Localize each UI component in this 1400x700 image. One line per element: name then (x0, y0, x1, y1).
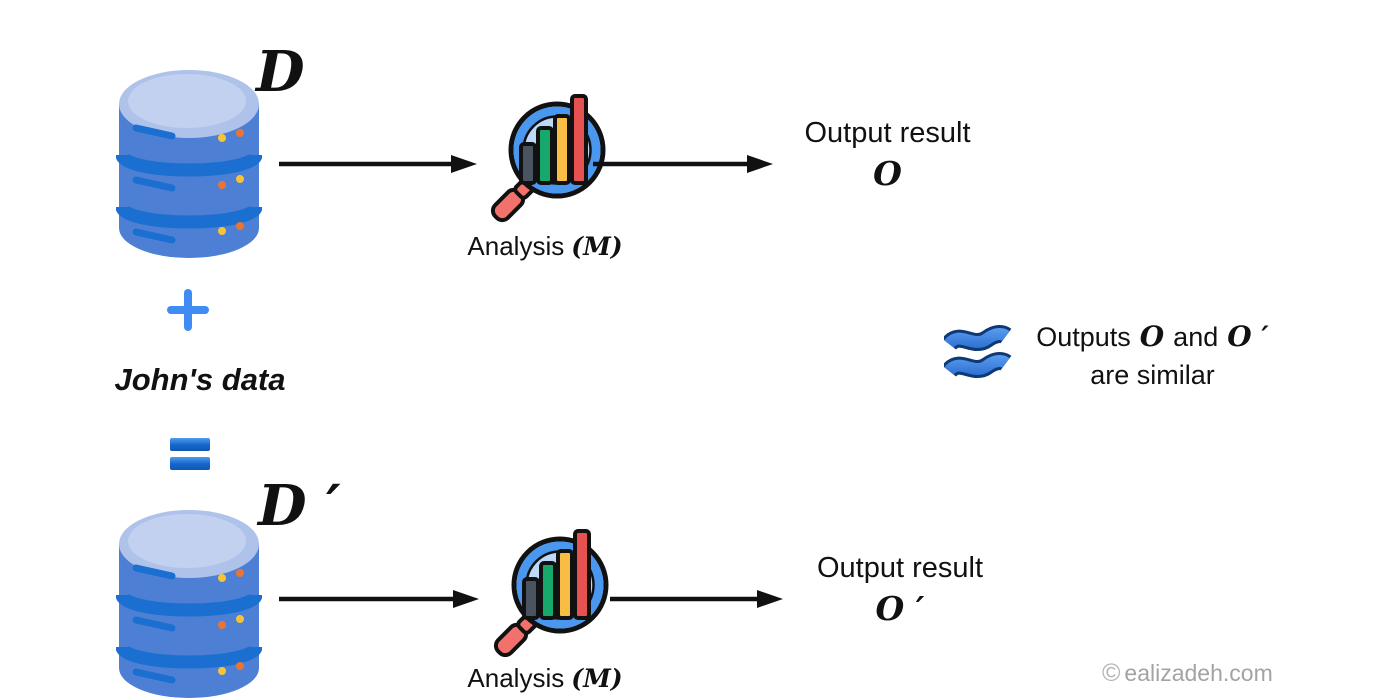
watermark-text: ealizadeh.com (1124, 660, 1273, 686)
watermark: ©ealizadeh.com (1102, 659, 1273, 688)
analysis-label-bottom: Analysis(M) (455, 663, 635, 694)
analysis-model-symbol: (M) (571, 232, 623, 261)
database-cylinder-icon (115, 510, 263, 698)
equals-icon-bar-top (170, 438, 210, 451)
arrow-top-2 (593, 155, 773, 173)
analysis-label-top: Analysis(M) (455, 231, 635, 262)
analysis-label-text: Analysis (467, 663, 565, 693)
output-symbol-o: O (1139, 320, 1165, 353)
arrow-bottom-2 (610, 590, 783, 608)
output-symbol-top: O (873, 154, 902, 194)
arrow-bottom-1 (279, 590, 479, 608)
similarity-prefix: Outputs (1036, 322, 1131, 352)
database-label-bottom: D ′ (258, 473, 341, 539)
analysis-model-symbol: (M) (571, 664, 623, 693)
output-label-bottom: Output result (816, 552, 984, 584)
output-symbol-bottom: O ′ (875, 589, 925, 629)
approx-equal-icon (941, 324, 1012, 390)
output-result-bottom: Output result O ′ (790, 552, 1010, 628)
database-icon-top (115, 68, 263, 264)
arrow-top-1 (279, 155, 477, 173)
equals-icon (170, 438, 210, 470)
plus-icon-vbar (184, 289, 192, 331)
database-icon-bottom (115, 508, 263, 700)
similarity-line2: are similar (1090, 360, 1215, 390)
copyright-icon: © (1102, 659, 1121, 687)
database-cylinder-icon (115, 70, 263, 258)
database-label-top: D (256, 39, 305, 105)
approx-equal-waves-icon (941, 325, 1012, 378)
output-label-top: Output result (804, 117, 971, 149)
plus-icon (167, 289, 209, 331)
magnifier-bar-chart-icon (493, 529, 609, 658)
magnifier-bar-chart-icon (490, 94, 606, 223)
analysis-label-text: Analysis (467, 231, 565, 261)
analysis-icon-top (485, 92, 625, 232)
output-result-top: Output result O (780, 117, 995, 193)
similarity-conjunction: and (1173, 322, 1219, 352)
analysis-icon-bottom (488, 527, 628, 667)
equals-icon-bar-bottom (170, 457, 210, 470)
added-record-label: John's data (114, 362, 286, 397)
output-symbol-o-prime: O ′ (1227, 320, 1269, 353)
